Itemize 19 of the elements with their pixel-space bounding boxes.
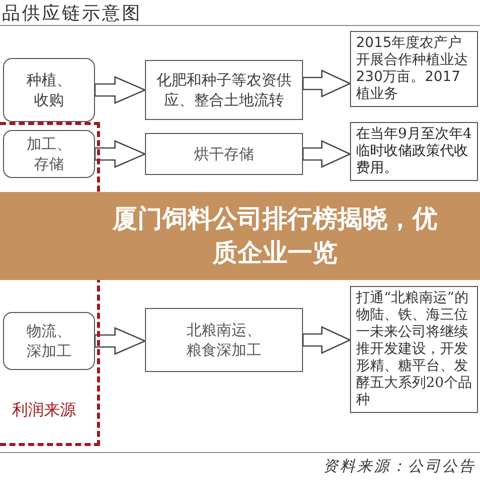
headline-banner: 厦门饲料公司排行榜揭晓，优质企业一览 <box>0 192 480 280</box>
frame-label: 利润来源 <box>12 400 76 421</box>
block-arrow <box>94 76 147 104</box>
block-arrow <box>302 326 352 354</box>
note-box: 2015年度农产户开展合作种植业达230万亩。2017植业务 <box>350 31 478 107</box>
process-box: 物流、深加工 <box>3 312 95 370</box>
diagram-title: 品供应链示意图 <box>2 2 142 25</box>
source-note: 资料来源：公司公告 <box>323 457 476 476</box>
block-arrow <box>94 327 147 355</box>
note-box: 在当年9月至次年4临时收储政策代收费用。 <box>350 122 478 181</box>
process-box: 加工、存储 <box>3 130 95 178</box>
process-box: 化肥和种子等农资供应、整合土地流转 <box>145 60 303 120</box>
block-arrow <box>94 140 147 168</box>
note-box: 打通“北粮南运”的物陆、铁、海三位一未来公司将继续推开发建设，开发形精、糖平台、发酵五大系列20个品种 <box>350 286 478 413</box>
process-box: 北粮南运、粮食深加工 <box>145 308 303 372</box>
process-box: 种植、收购 <box>3 58 95 122</box>
block-arrow <box>302 69 352 98</box>
process-box: 烘干存储 <box>145 133 303 175</box>
block-arrow <box>302 140 352 168</box>
